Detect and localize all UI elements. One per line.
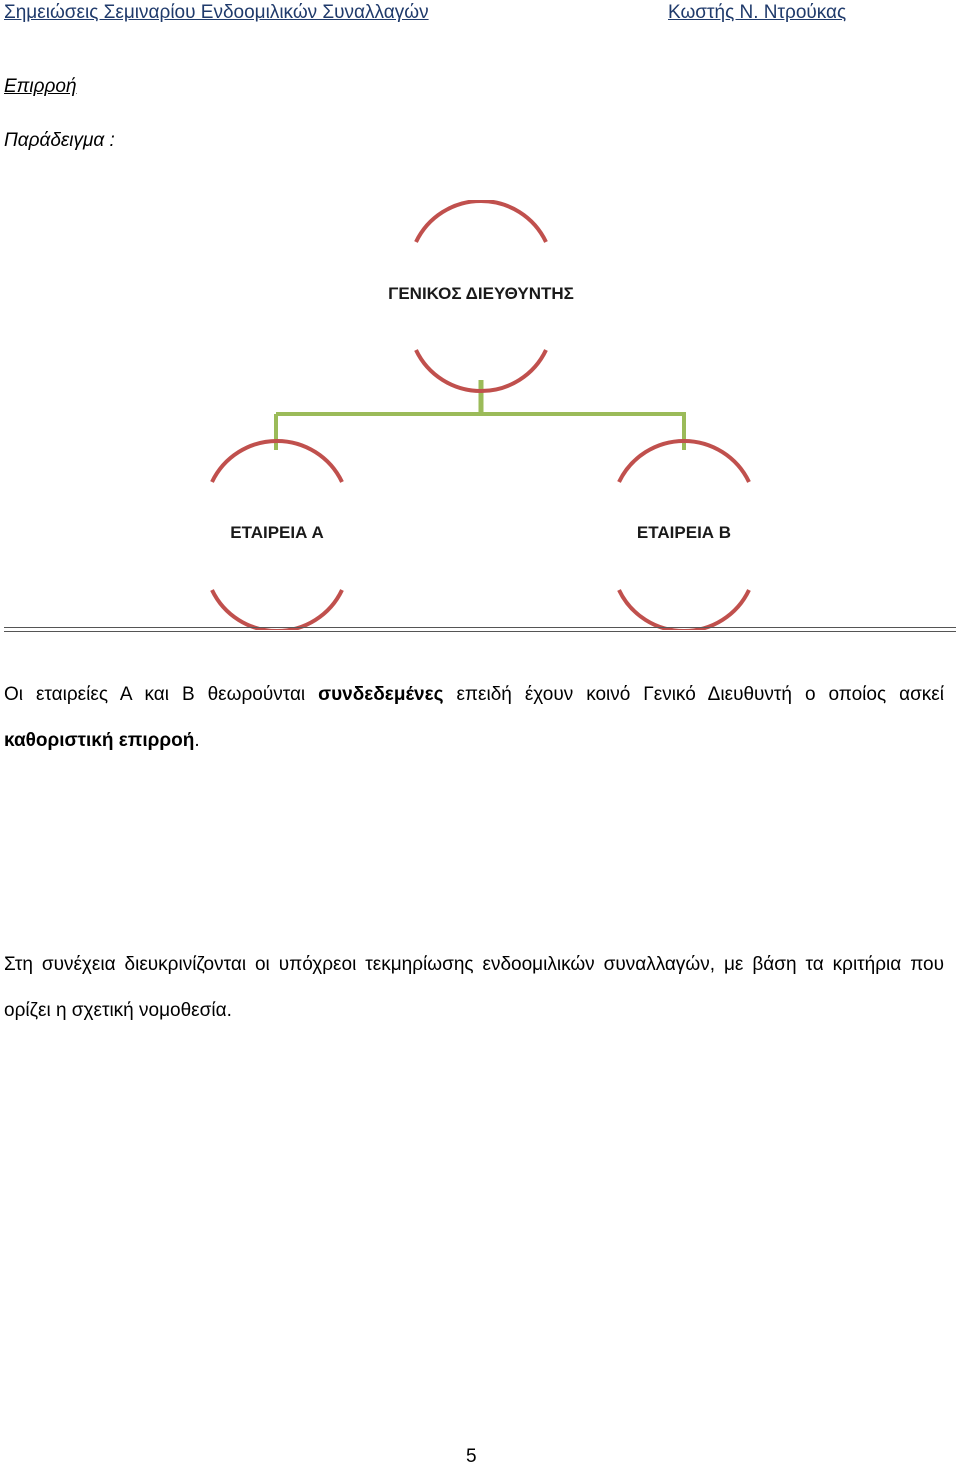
- paragraph-obligations: Στη συνέχεια διευκρινίζονται οι υπόχρεοι…: [4, 954, 944, 1021]
- paragraph-related-companies: Οι εταιρείες Α και Β θεωρούνται συνδεδεμ…: [4, 672, 944, 764]
- paragraph1-text-a: Οι εταιρείες Α και Β θεωρούνται: [4, 684, 319, 705]
- section-heading: Επιρροή: [4, 76, 77, 97]
- paragraph1-text-b: επειδή έχουν κοινό Γενικό Διευθυντή ο οπ…: [443, 684, 944, 705]
- section-divider-upper: [4, 627, 956, 628]
- left-node-label: ΕΤΑΙΡΕΙΑ Α: [230, 523, 324, 542]
- org-diagram: ΓΕΝΙΚΟΣ ΔΙΕΥΘΥΝΤΗΣ ΕΤΑΙΡΕΙΑ Α ΕΤΑΙΡΕΙΑ Β: [0, 199, 960, 633]
- left-node-arc-upper: [210, 439, 344, 483]
- section-divider-lower: [4, 631, 956, 632]
- paragraph1-bold-related: συνδεδεμένες: [318, 684, 444, 705]
- top-node-label: ΓΕΝΙΚΟΣ ΔΙΕΥΘΥΝΤΗΣ: [388, 284, 574, 303]
- org-diagram-graphic: [210, 199, 751, 633]
- example-label: Παράδειγμα :: [4, 130, 115, 151]
- right-node-label: ΕΤΑΙΡΕΙΑ Β: [636, 523, 732, 542]
- left-node-arc-lower: [210, 589, 344, 633]
- top-node-arc-lower: [414, 349, 548, 393]
- paragraph1-text-c: .: [194, 730, 200, 751]
- right-node-arc-upper: [617, 439, 751, 483]
- top-node-arc-upper: [414, 199, 548, 243]
- document-header-title: Σημειώσεις Σεμιναρίου Ενδοομιλικών Συναλ…: [4, 2, 429, 23]
- top-node-shape: [414, 199, 548, 393]
- diagram-connectors: [274, 380, 686, 450]
- page-number: 5: [466, 1446, 477, 1467]
- document-header-author: Κωστής Ν. Ντρούκας: [668, 2, 847, 23]
- right-node-arc-lower: [617, 589, 751, 633]
- paragraph1-bold-influence: καθοριστική επιρροή: [4, 730, 195, 751]
